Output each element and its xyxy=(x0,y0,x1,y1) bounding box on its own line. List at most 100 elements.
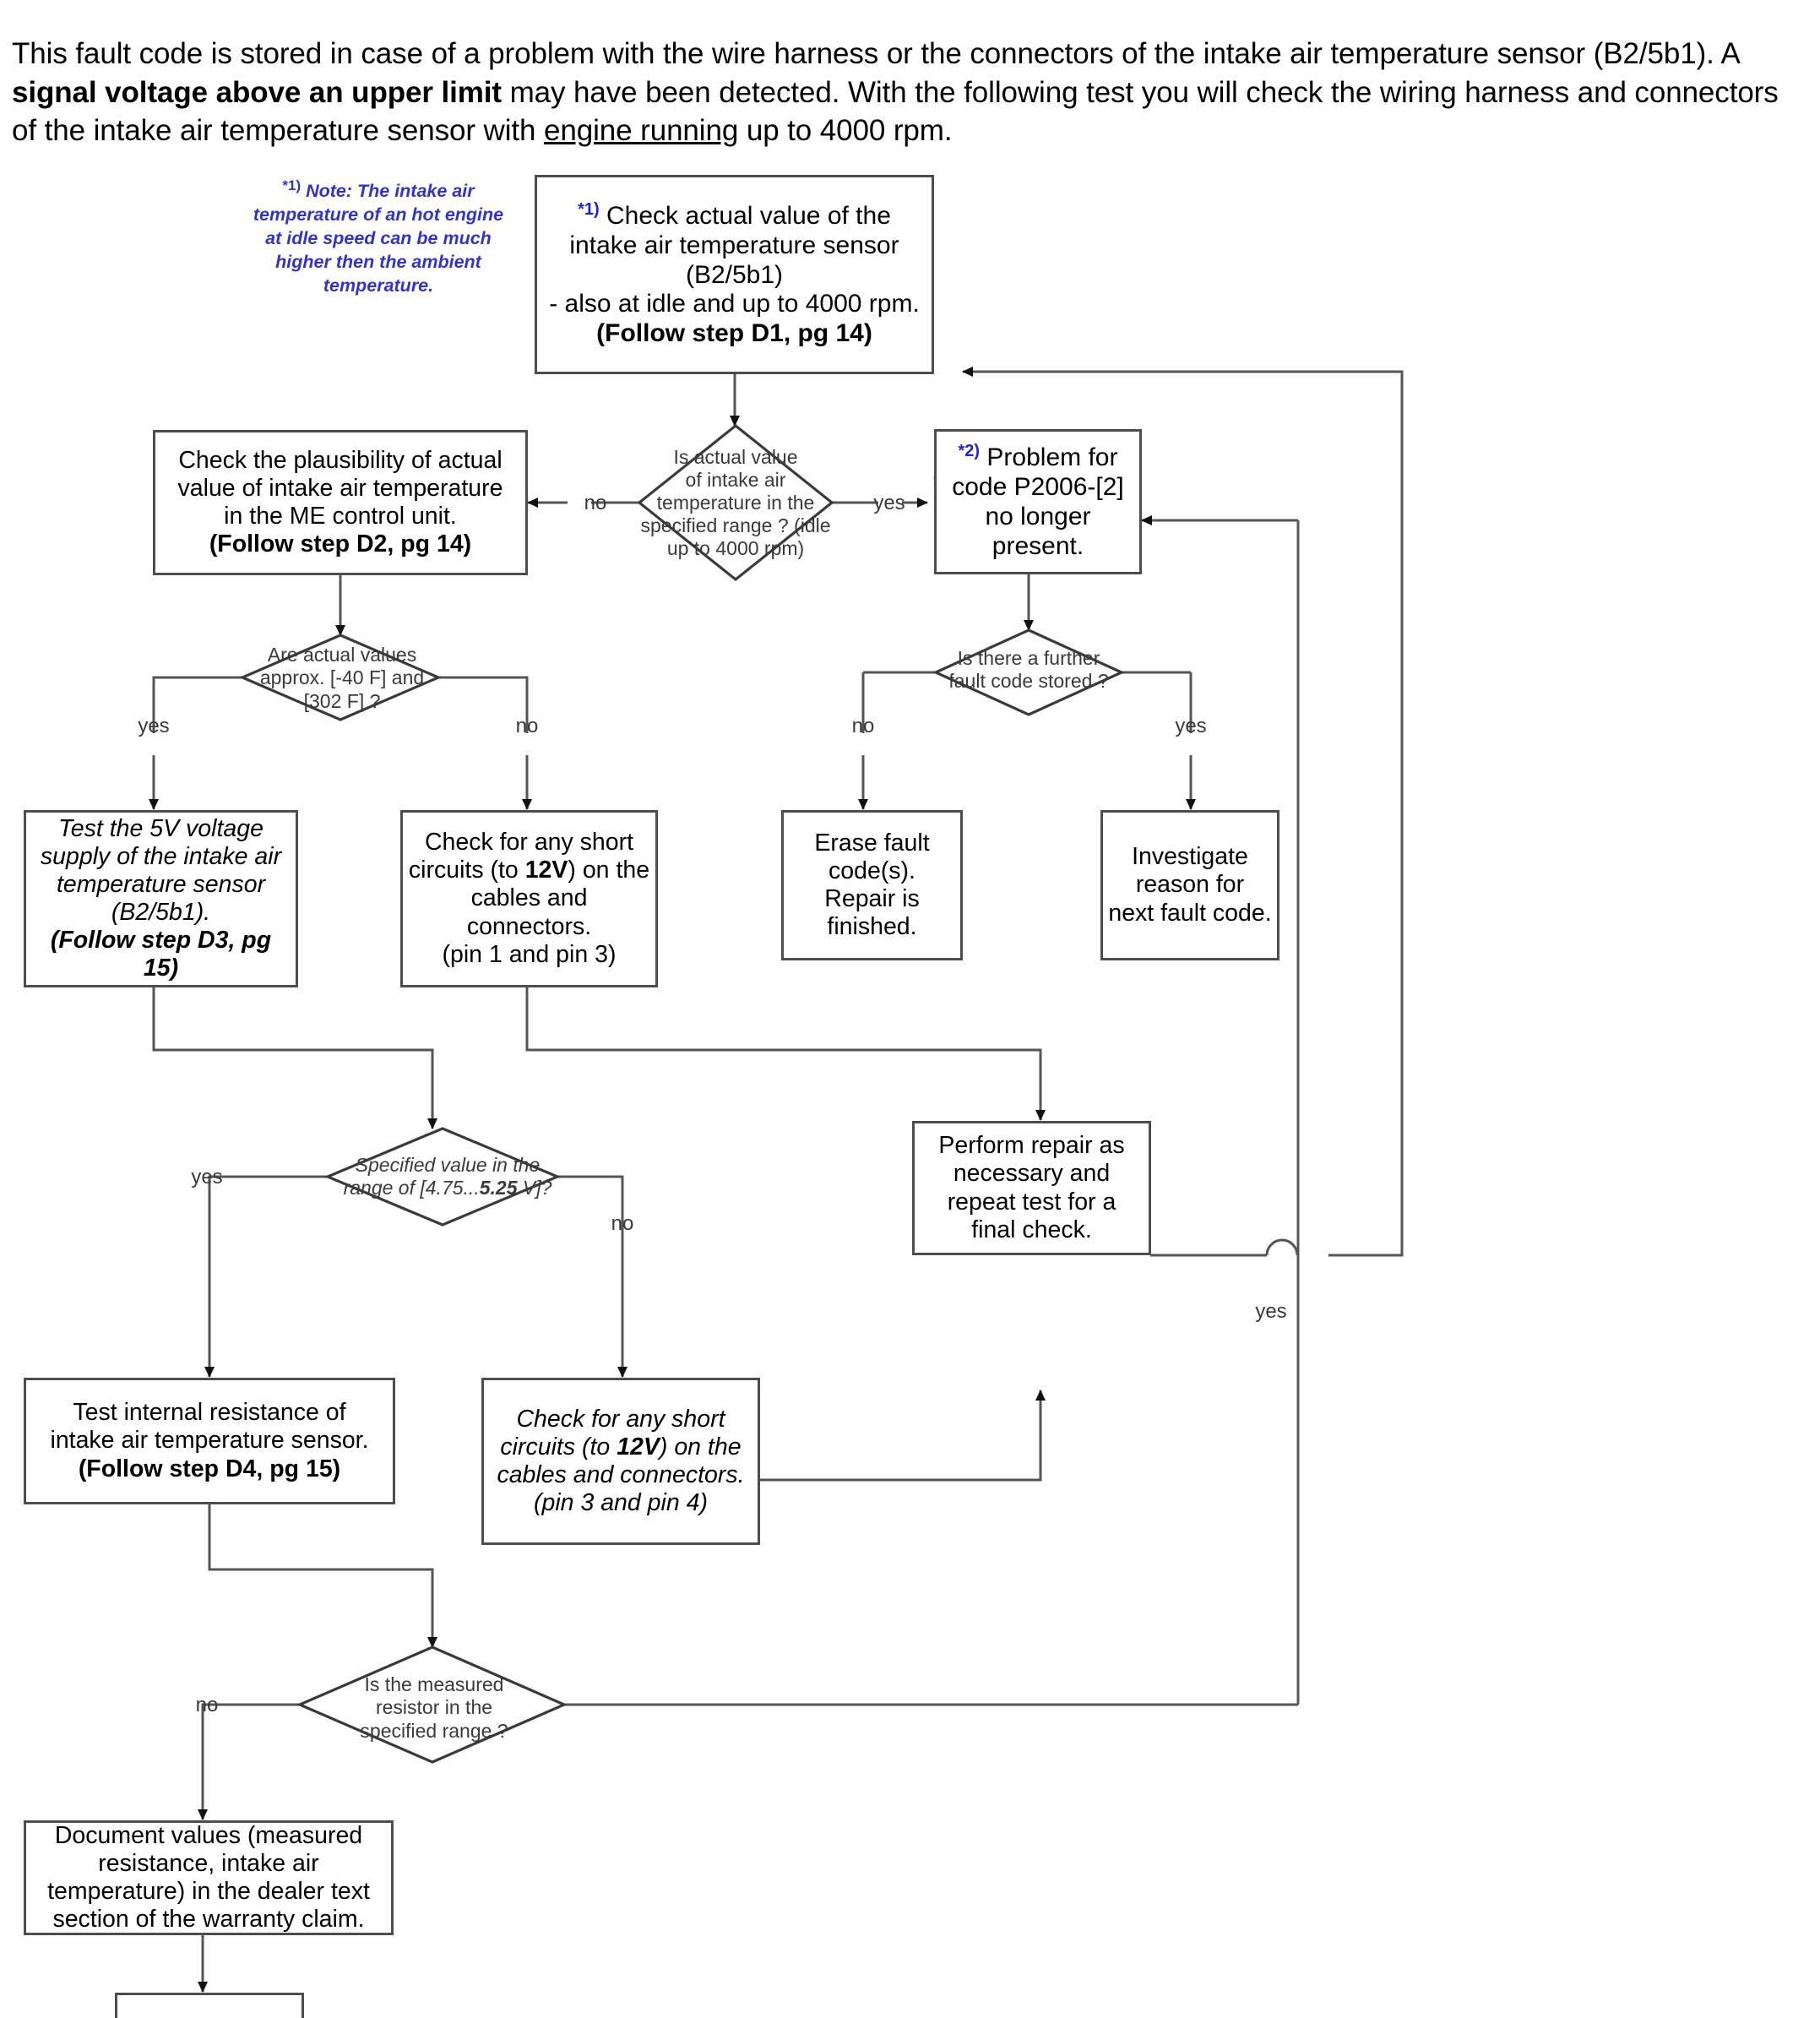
node-check-plausibility[interactable]: Check the plausibility of actual value o… xyxy=(153,430,528,575)
node6-line1: Erase fault xyxy=(814,829,930,857)
edge-diamond2-yes-a xyxy=(152,676,242,733)
node8-line3: repeat test for a xyxy=(947,1188,1116,1216)
node1-line3: (B2/5b1) xyxy=(685,260,784,289)
decision1-line1: Is actual value xyxy=(673,445,798,468)
decision2-line3: [302 F] ? xyxy=(303,689,381,712)
decision3-line2: fault code stored ? xyxy=(948,670,1109,692)
edge-label-no-4: no xyxy=(611,1212,634,1235)
node11-line4: section of the warranty claim. xyxy=(52,1906,365,1934)
intro-underlined: engine running xyxy=(544,114,739,147)
node12-line1: Replace the xyxy=(144,2015,274,2018)
edge-diamond5-no-a xyxy=(201,1703,300,1787)
edge-label-yes-4: yes xyxy=(191,1166,222,1188)
node6-line2: code(s). xyxy=(829,857,915,884)
edge-label-no-5: no xyxy=(196,1694,219,1716)
decision1-line5: up to 4000 rpm) xyxy=(666,537,805,560)
node9-line2: intake air temperature sensor. xyxy=(50,1427,369,1455)
node4-line1: Test the 5V voltage xyxy=(58,814,263,842)
node-perform-repair[interactable]: Perform repair as necessary and repeat t… xyxy=(912,1121,1151,1255)
decision-specified-value-shape[interactable] xyxy=(323,1127,562,1227)
node3-line2: code P2006-[2] xyxy=(952,473,1124,502)
node7-line2: reason for xyxy=(1135,871,1245,899)
node1-line5: (Follow step D1, pg 14) xyxy=(596,319,872,348)
node-check-actual-value[interactable]: *1) Check actual value of the intake air… xyxy=(535,175,934,374)
decision-values-approx-shape[interactable] xyxy=(238,634,443,721)
flowchart-svg: no yes yes no no yes yes no no yes Is ac… xyxy=(24,175,1404,2018)
decision5-line1: Is the measured xyxy=(364,1673,504,1696)
node2-line4: (Follow step D2, pg 14) xyxy=(209,530,472,558)
edge-test5v-down xyxy=(152,987,434,1096)
node6-line3: Repair is xyxy=(824,885,920,912)
node7-line3: next fault code. xyxy=(1108,899,1272,927)
decision3-line1: Is there a further xyxy=(957,646,1100,669)
node-test-internal-resistance[interactable]: Test internal resistance of intake air t… xyxy=(24,1378,395,1504)
node2-line3: in the ME control unit. xyxy=(224,503,457,530)
node-short-pin3-pin4[interactable]: Check for any short circuits (to 12V) on… xyxy=(481,1378,760,1545)
decision-measured-resistor[interactable]: Is the measured resistor in the specifie… xyxy=(329,1667,539,1749)
decision-further-fault-code[interactable]: Is there a further fault code stored ? xyxy=(921,640,1137,699)
decision-actual-value-in-range[interactable]: Is actual value of intake air temperatur… xyxy=(625,433,846,573)
node5-line1: Check for any short xyxy=(424,829,634,857)
node-test-5v[interactable]: Test the 5V voltage supply of the intake… xyxy=(24,810,298,987)
decision-measured-resistor-shape[interactable] xyxy=(296,1645,568,1764)
node-document-values[interactable]: Document values (measured resistance, in… xyxy=(24,1820,394,1935)
connector-lines xyxy=(149,367,1404,1993)
decision4-line1: Specified value in the xyxy=(355,1153,541,1176)
node4-line5: (Follow step D3, pg 15) xyxy=(50,927,272,982)
node1-line4: - also at idle and up to 4000 rpm. xyxy=(549,290,920,318)
decision2-line1: Are actual values xyxy=(267,644,417,666)
decision-further-fault-code-shape[interactable] xyxy=(932,628,1125,716)
node11-line1: Document values (measured xyxy=(54,1821,363,1849)
node11-line3: temperature) in the dealer text xyxy=(47,1878,370,1905)
node1-line1: Check actual value of the xyxy=(606,202,891,230)
intro-paragraph: This fault code is stored in case of a p… xyxy=(12,35,1809,150)
note-1: *1) Note: The intake air temperature of … xyxy=(253,177,503,296)
intro-text-part3: up to 4000 rpm. xyxy=(738,114,953,147)
node4-line3: temperature sensor xyxy=(56,870,266,898)
intro-text-part1: This fault code is stored in case of a p… xyxy=(12,37,1739,70)
node3-line4: present. xyxy=(991,531,1084,560)
node-short-pin1-pin3[interactable]: Check for any short circuits (to 12V) on… xyxy=(400,810,658,987)
edge-label-no-1: no xyxy=(584,492,607,514)
node3-line1: Problem for xyxy=(986,443,1118,472)
edge-label-yes-2: yes xyxy=(138,715,169,737)
decision5-line3: specified range ? xyxy=(360,1719,508,1742)
decision2-line2: approx. [-40 F] and xyxy=(259,666,425,689)
node1-marker: *1) xyxy=(578,200,600,219)
node8-line4: final check. xyxy=(971,1216,1092,1243)
decision-specified-value[interactable]: Specified value in the range of [4.75...… xyxy=(321,1145,574,1208)
edge-label-yes-3: yes xyxy=(1175,715,1206,737)
node1-line2: intake air temperature sensor xyxy=(569,231,899,259)
edge-label-yes-1: yes xyxy=(873,492,905,514)
decision5-line2: resistor in the xyxy=(375,1696,493,1719)
node-erase-fault-code[interactable]: Erase fault code(s). Repair is finished. xyxy=(781,810,963,960)
node3-marker: *2) xyxy=(958,442,981,461)
node7-line1: Investigate xyxy=(1132,843,1248,871)
edge-short34-to-repair xyxy=(760,1411,1042,1482)
node5-line4: (pin 1 and pin 3) xyxy=(442,940,617,968)
node-replace-maf[interactable]: Replace the MAF sensor (B2/5). xyxy=(115,1993,304,2018)
node5-line2: circuits (to 12V) on the xyxy=(408,857,650,884)
decision-shapes xyxy=(238,423,1125,1764)
decision1-line2: of intake air xyxy=(685,468,786,491)
decision4-line2: range of [4.75...5.25 V]? xyxy=(343,1177,552,1199)
decision1-line4: specified range ? (idle xyxy=(640,514,831,537)
edge-label-yes-5: yes xyxy=(1255,1300,1286,1323)
edge-label-no-2: no xyxy=(516,715,539,737)
decision-values-approx[interactable]: Are actual values approx. [-40 F] and [3… xyxy=(224,639,460,718)
node4-line2: supply of the intake air xyxy=(40,842,282,870)
node9-line1: Test internal resistance of xyxy=(73,1399,346,1427)
node10-line3: cables and connectors. xyxy=(497,1461,745,1488)
node4-line4: (B2/5b1). xyxy=(111,899,211,926)
edge-diamond4-yes-a xyxy=(208,1175,328,1265)
node8-line2: necessary and xyxy=(953,1160,1111,1188)
line-hop xyxy=(1265,1238,1299,1256)
edge-label-group: no yes yes no no yes yes no no yes xyxy=(138,492,1286,1716)
intro-emphasis: signal voltage above an upper limit xyxy=(12,75,502,109)
decision-actual-value-in-range-shape[interactable] xyxy=(637,423,834,582)
node-investigate-reason[interactable]: Investigate reason for next fault code. xyxy=(1100,810,1279,960)
node-problem-no-longer[interactable]: *2) Problem for code P2006-[2] no longer… xyxy=(934,429,1142,574)
node2-line1: Check the plausibility of actual xyxy=(178,446,503,474)
node10-line4: (pin 3 and pin 4) xyxy=(534,1489,708,1517)
